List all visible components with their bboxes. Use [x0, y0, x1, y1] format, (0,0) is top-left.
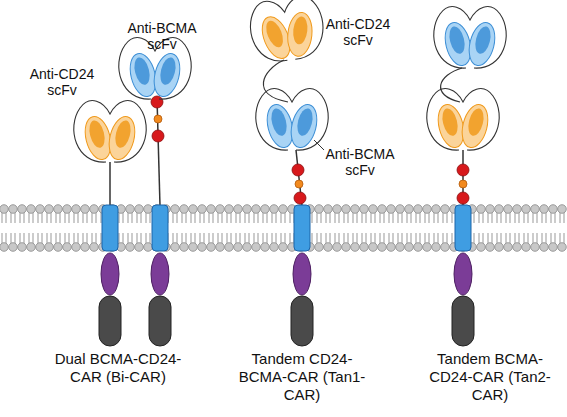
car-intracellular — [291, 205, 313, 346]
scfv-domain — [256, 89, 328, 151]
hinge-bead — [294, 192, 306, 204]
hinge-bead — [152, 130, 164, 142]
linker-bead — [295, 180, 303, 188]
scfv-domain — [434, 7, 506, 69]
hinge-bead — [457, 192, 469, 204]
part-label: Anti-BCMA scFv — [318, 146, 402, 178]
construct-caption: Tandem CD24-BCMA-CAR (Tan1-CAR) — [228, 350, 376, 404]
scfv-domain — [247, 0, 327, 65]
hinge-bead — [292, 164, 304, 176]
scfv-domain — [74, 101, 146, 163]
hinge-bead — [151, 96, 163, 108]
part-label: Anti-BCMA scFv — [120, 20, 204, 52]
car-intracellular — [452, 205, 474, 346]
linker-bead — [154, 115, 162, 123]
car-intracellular — [99, 205, 121, 346]
construct-caption: Dual BCMA-CD24-CAR (Bi-CAR) — [44, 350, 192, 386]
hinge-line — [157, 98, 160, 206]
part-label: Anti-CD24 scFv — [20, 66, 104, 98]
linker-bead — [459, 180, 467, 188]
car-intracellular — [149, 205, 171, 346]
scfv-linker — [441, 68, 462, 102]
lipid-bilayer — [0, 205, 566, 252]
leader-line — [314, 140, 324, 150]
construct-caption: Tandem BCMA-CD24-CAR (Tan2-CAR) — [416, 350, 564, 404]
scfv-linker — [263, 60, 288, 102]
hinge-line — [109, 162, 111, 206]
part-label: Anti-CD24 scFv — [316, 16, 400, 48]
scfv-domain — [427, 89, 499, 151]
hinge-bead — [457, 164, 469, 176]
